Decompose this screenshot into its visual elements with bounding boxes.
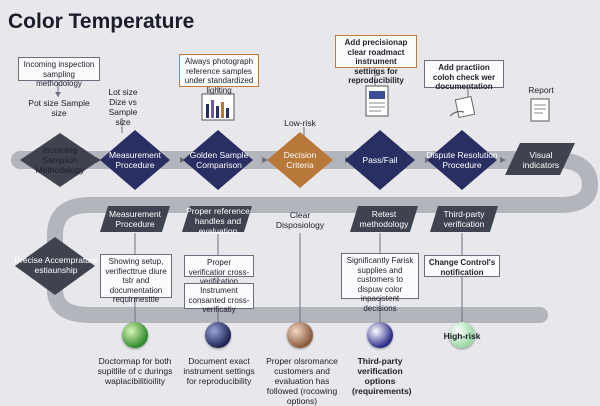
handoff-icon — [449, 95, 476, 119]
label-pot-size: Pot size Sample size — [28, 98, 90, 118]
report-icon — [530, 98, 550, 122]
note-proper-verification: Proper verificatior cross-verification — [184, 255, 254, 286]
caption-proper-olsromance: Proper olsromance customers and evaluati… — [266, 356, 338, 406]
para-retest — [350, 206, 418, 232]
node-pass-fail-label: Pass/Fail — [362, 155, 398, 165]
note-showing-setup: Showing setup, verifiecttrue diure tstr … — [100, 254, 172, 304]
track-return — [47, 152, 599, 323]
node-incoming-sampling-label: Incoming Samplion Methodology — [35, 145, 85, 175]
node-decision-criteria-label: Decision Criteria — [283, 150, 317, 170]
caption-document-exact: Document exact instrument settings for r… — [183, 356, 255, 386]
label-report: Report — [528, 85, 554, 95]
diamond-measurement — [100, 130, 170, 190]
diamond-precise — [15, 237, 95, 295]
node-measurement-label: Measurement Procedure — [109, 150, 161, 170]
node-precise-label: Precise Accemprature estiaunship — [14, 255, 98, 275]
note-add-practice: Add practiion coloh check wer documentat… — [424, 60, 504, 91]
node-visual-indicators-label: Visual indicators — [522, 150, 560, 170]
diamond-dispute-resolution — [427, 130, 497, 190]
status-navy-dot — [205, 322, 231, 348]
diamond-pass-fail — [345, 130, 415, 190]
node-dispute-resolution-label: Dispute Resolution Procedure — [426, 150, 498, 170]
diamond-golden-sample — [183, 130, 253, 190]
note-significantly: Significantly Farisk supplies and custom… — [341, 253, 419, 313]
note-instrument-cross: Instrument consanted cross-verificatiy — [184, 283, 254, 314]
node-clear-disposiology-label: Clear Disposiology — [275, 210, 325, 230]
status-brown-dot — [287, 322, 313, 348]
node-golden-sample-label: Golden Sample Comparison — [189, 150, 249, 170]
label-low-risk: Low-risk — [284, 118, 316, 128]
label-lot-size: Lot size Dize vs Sample size — [108, 87, 138, 127]
para-third-party — [430, 206, 498, 232]
node-measurement2-label: Measurement Procedure — [109, 209, 161, 229]
document-icon — [365, 85, 389, 117]
node-proper-reference-label: Proper reference handles and evaluation — [186, 206, 250, 236]
parallelogram-visual-indicators — [505, 143, 575, 175]
note-change-control: Change Control's notification — [424, 255, 500, 277]
para-measurement — [100, 206, 170, 232]
note-incoming-inspection: Incoming inspection sampling methodology — [18, 57, 100, 88]
label-high-risk: High-risk — [443, 331, 481, 341]
node-retest-label: Retest methodology — [359, 209, 409, 229]
caption-third-party: Third-party verification options (requir… — [352, 356, 412, 396]
para-proper-reference — [182, 206, 252, 232]
clipboard-chart-icon — [201, 93, 235, 121]
status-indigo-dot — [367, 322, 393, 348]
note-add-precision: Add precisionap clear roadmact instrumen… — [335, 35, 417, 85]
node-third-party-label: Third-party verification — [443, 209, 485, 229]
page-title: Color Temperature — [8, 10, 195, 33]
diamond-decision-criteria — [267, 132, 333, 188]
caption-doctormap: Doctormap for both supitlile of c during… — [97, 356, 173, 386]
note-always-photograph: Always photograph reference samples unde… — [179, 54, 259, 95]
diamond-incoming-sampling — [20, 133, 100, 187]
status-green-dot — [122, 322, 148, 348]
status-mint-dot — [449, 322, 475, 348]
